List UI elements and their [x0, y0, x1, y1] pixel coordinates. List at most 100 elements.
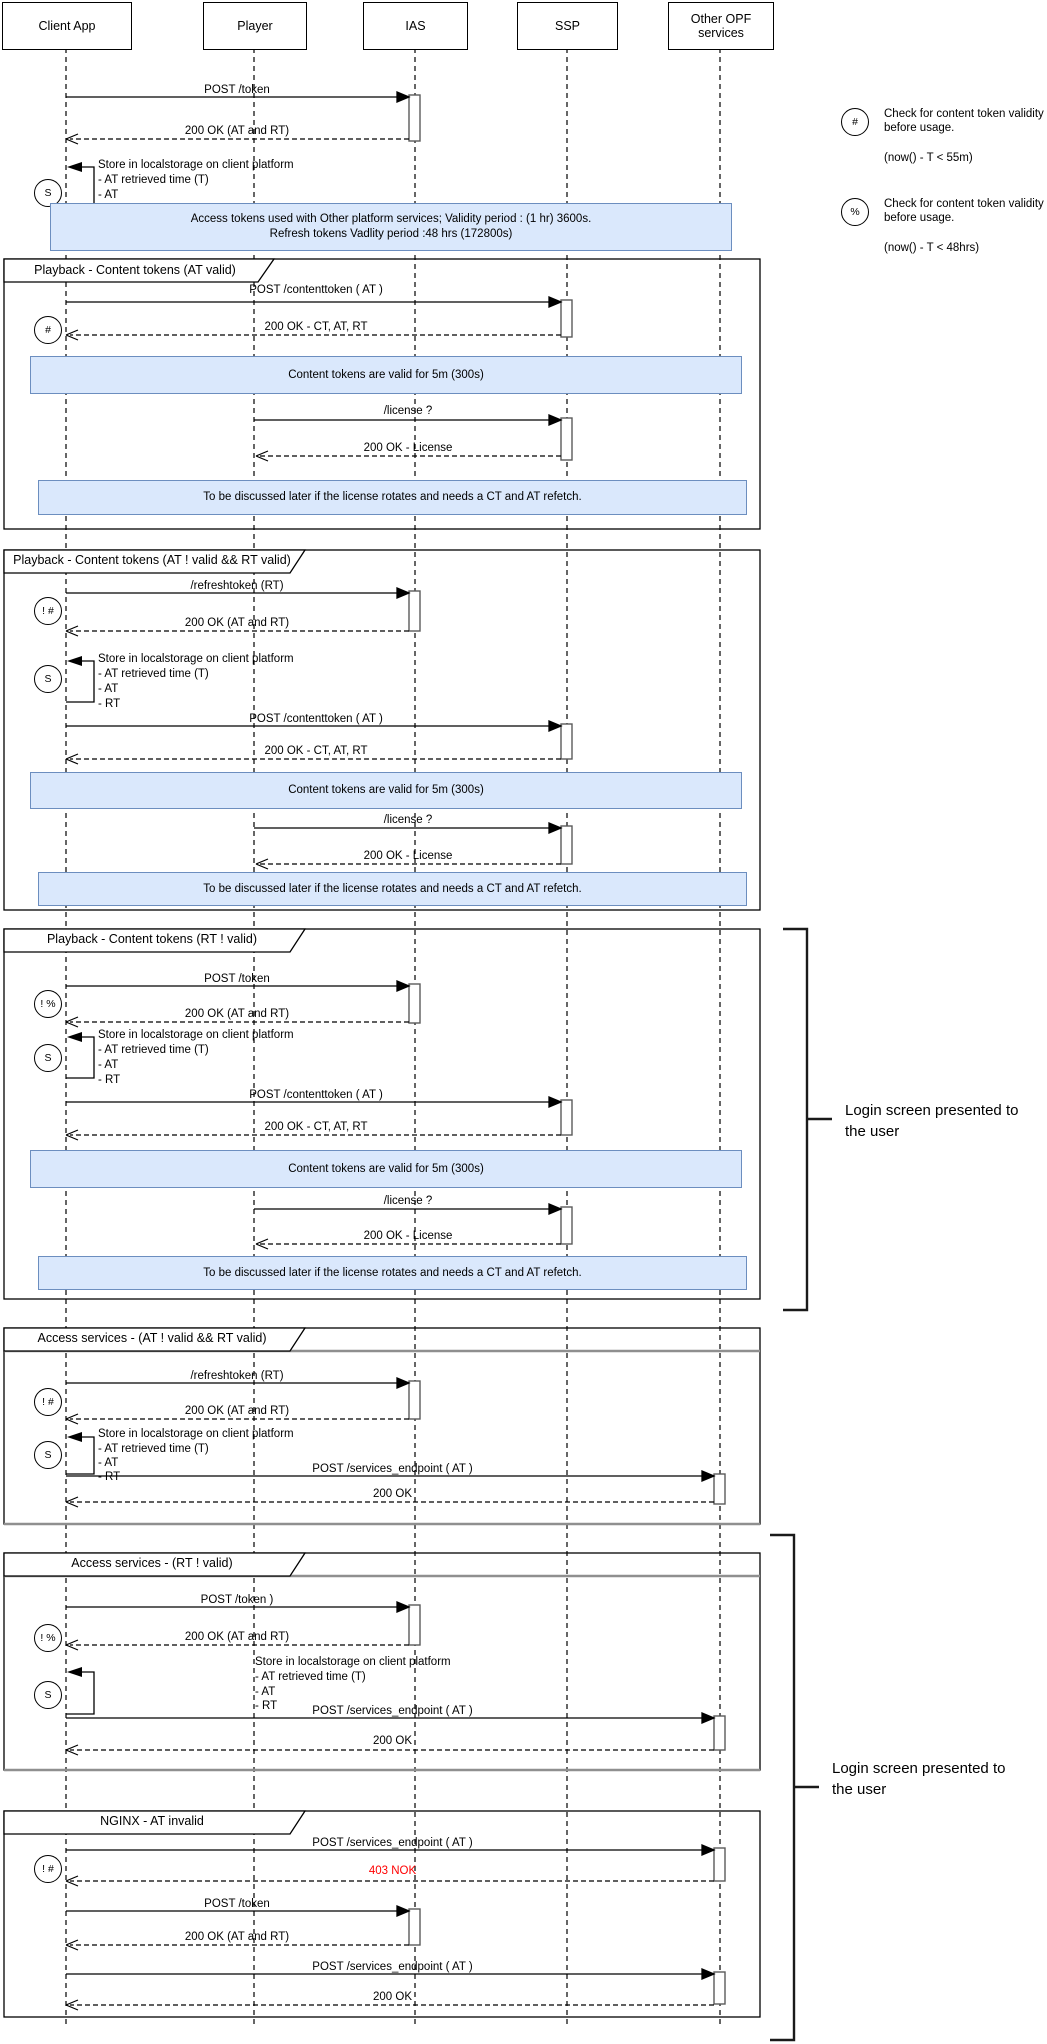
store-item: - AT — [98, 1457, 119, 1469]
badge-store-label: S — [44, 1449, 52, 1461]
badge-store: S — [34, 665, 62, 693]
call-arrows — [66, 91, 716, 1980]
frame-tabs — [3, 258, 307, 1835]
store-item: - AT retrieved time (T) — [98, 1443, 209, 1455]
note-token-validity-line1: Access tokens used with Other platform s… — [190, 213, 592, 225]
legend-hash-text: Check for content token validity before … — [884, 108, 1044, 134]
msg-ok-at-rt: 200 OK (AT and RT) — [184, 1405, 290, 1417]
return-ok-ct-f3 — [65, 1129, 561, 1141]
msg-ok-at-rt: 200 OK (AT and RT) — [184, 1008, 290, 1020]
msg-ok: 200 OK — [373, 1991, 412, 2003]
activation-bars — [408, 94, 726, 2005]
badge-bang-percent: ! % — [34, 1624, 62, 1652]
return-ok-f6 — [65, 1999, 714, 2011]
msg-ok-ct-at-rt: 200 OK - CT, AT, RT — [264, 1121, 368, 1133]
frame-title-5: Access services - (RT ! valid) — [71, 1556, 233, 1570]
store-item: - AT retrieved time (T) — [255, 1671, 366, 1683]
arrow-post-services-f6b — [66, 1968, 716, 1980]
return-ok-at-rt-intro — [65, 133, 409, 145]
frame-title-4: Access services - (AT ! valid && RT vali… — [37, 1331, 267, 1345]
msg-ok-at-rt: 200 OK (AT and RT) — [184, 1631, 290, 1643]
arrow-post-token-f3 — [66, 980, 411, 992]
return-ok-ct-f1 — [65, 329, 561, 341]
store-item: - RT — [98, 1471, 121, 1483]
note-discuss: To be discussed later if the license rot… — [38, 872, 747, 906]
badge-bang-hash: ! # — [34, 1855, 62, 1883]
msg-post-services: POST /services_endpoint ( AT ) — [312, 1463, 473, 1475]
badge-bang-hash-label: ! # — [42, 1863, 54, 1875]
arrow-post-services-f6a — [66, 1844, 716, 1856]
badge-store-label: S — [44, 187, 52, 199]
frame-playback-at-valid — [3, 258, 761, 530]
store-title: Store in localstorage on client platform — [98, 1428, 294, 1440]
return-ok-f4 — [65, 1496, 714, 1508]
frame-tab-3 — [3, 928, 307, 953]
return-ok-license-f1 — [255, 450, 561, 462]
store-title: Store in localstorage on client platform — [98, 653, 294, 665]
msg-post-token: POST /token — [204, 973, 270, 985]
arrow-refreshtoken-f2 — [66, 587, 411, 599]
msg-ok-at-rt: 200 OK (AT and RT) — [184, 1931, 290, 1943]
msg-post-token: POST /token — [204, 84, 270, 96]
bracket-login-1 — [783, 927, 832, 1312]
self-message-loops — [66, 162, 95, 1715]
msg-ok-ct-at-rt: 200 OK - CT, AT, RT — [264, 321, 368, 333]
badge-store-label: S — [44, 1689, 52, 1701]
arrow-license-f3 — [254, 1203, 563, 1215]
frame-title-1: Playback - Content tokens (AT valid) — [34, 263, 236, 277]
return-ok-at-rt-f5 — [65, 1639, 409, 1651]
frame-title-3: Playback - Content tokens (RT ! valid) — [46, 932, 258, 946]
badge-hash-label: # — [45, 324, 51, 336]
msg-refreshtoken: /refreshtoken (RT) — [190, 1370, 284, 1382]
frame-nginx-at-invalid — [3, 1810, 761, 2018]
store-item: - AT — [255, 1686, 276, 1698]
badge-store: S — [34, 1681, 62, 1709]
annotation-login-screen-2: Login screen presented to the user — [832, 1760, 1006, 1798]
self-store-f2 — [66, 656, 95, 703]
actor-player: Player — [203, 2, 307, 50]
actor-ias: IAS — [363, 2, 468, 50]
arrow-post-token-f6 — [66, 1905, 411, 1917]
msg-post-token: POST /token — [204, 1898, 270, 1910]
badge-store-label: S — [44, 673, 52, 685]
frame-playback-at-invalid-rt-valid — [3, 549, 761, 911]
legend-percent-condition: (now() - T < 48hrs) — [884, 242, 980, 254]
msg-post-contenttoken: POST /contenttoken ( AT ) — [249, 713, 383, 725]
self-store-f3 — [66, 1032, 95, 1079]
legend-hash-icon: # — [841, 108, 869, 136]
legend-hash-symbol: # — [852, 116, 858, 128]
return-ok-ct-f2 — [65, 753, 561, 765]
store-item: - AT — [98, 1059, 119, 1071]
store-item: - RT — [255, 1700, 278, 1712]
note-ct-valid: Content tokens are valid for 5m (300s) — [30, 772, 742, 809]
note-discuss: To be discussed later if the license rot… — [38, 1256, 747, 1290]
store-title: Store in localstorage on client platform — [98, 159, 294, 171]
msg-ok-at-rt: 200 OK (AT and RT) — [184, 617, 290, 629]
badge-store: S — [34, 1044, 62, 1072]
note-ct-valid-text: Content tokens are valid for 5m (300s) — [288, 368, 484, 381]
return-403-nok-f6 — [65, 1875, 714, 1887]
note-discuss-text: To be discussed later if the license rot… — [203, 1266, 582, 1279]
badge-bang-hash-label: ! # — [42, 1396, 54, 1408]
annotation-login-screen-1: Login screen presented to the user — [845, 1102, 1019, 1140]
note-discuss-text: To be discussed later if the license rot… — [203, 491, 582, 503]
legend-percent-text: Check for content token validity before … — [884, 198, 1044, 224]
frame-title-6: NGINX - AT invalid — [100, 1814, 204, 1828]
return-ok-at-rt-f6 — [65, 1939, 409, 1951]
note-ct-valid: Content tokens are valid for 5m (300s) — [30, 1150, 742, 1188]
badge-store: S — [34, 1441, 62, 1469]
msg-post-services: POST /services_endpoint ( AT ) — [312, 1961, 473, 1973]
return-ok-at-rt-f4 — [65, 1413, 409, 1425]
msg-post-token-paren: POST /token ) — [200, 1594, 274, 1606]
msg-ok-license: 200 OK - License — [363, 442, 453, 454]
actor-client-app: Client App — [2, 2, 132, 50]
store-item: - AT retrieved time (T) — [98, 1044, 209, 1056]
note-discuss: To be discussed later if the license rot… — [38, 480, 747, 515]
legend-percent-symbol: % — [850, 206, 860, 218]
arrow-license-f1 — [254, 414, 563, 426]
msg-403-nok: 403 NOK — [368, 1865, 417, 1877]
arrow-post-contenttoken-f3 — [66, 1096, 563, 1108]
actor-ssp-label: SSP — [554, 19, 580, 33]
legend-hash-condition: (now() - T < 55m) — [884, 152, 973, 164]
